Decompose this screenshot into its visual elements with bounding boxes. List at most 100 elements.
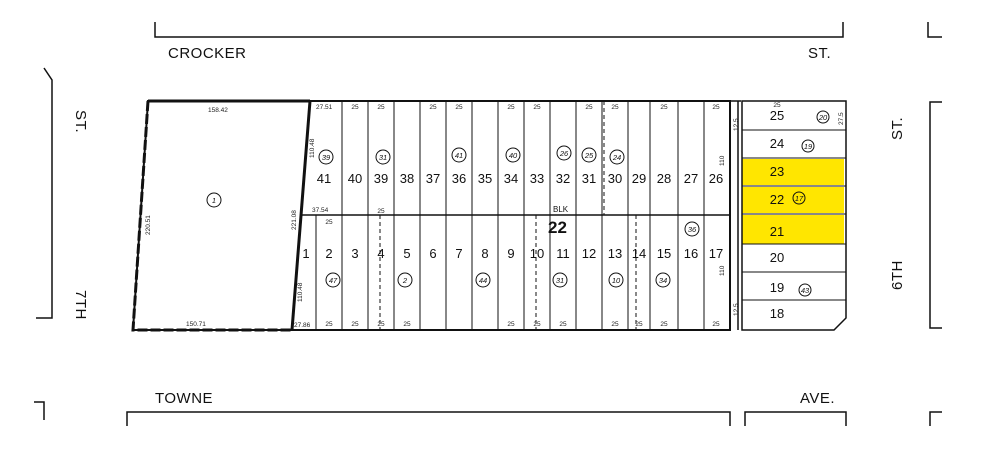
block-label: BLK [553,205,569,214]
dim-side-top: 110.48 [309,138,316,158]
parcel-circle[interactable] [816,110,830,124]
parcel-circle-label: 40 [509,151,518,160]
lot-number-top[interactable]: 40 [348,171,362,186]
parcel-circle[interactable] [375,149,391,165]
lot-number-bottom[interactable]: 11 [556,246,570,261]
parcel-circle[interactable] [581,147,597,163]
parcel-circle-label: 10 [612,276,621,285]
parcel-circle-label: 39 [322,153,331,162]
dim-east-half-top: 12.5 [733,118,740,131]
lot-number-top[interactable]: 36 [452,171,466,186]
lot-number-bottom[interactable]: 12 [582,246,596,261]
lot-number-bottom[interactable]: 5 [403,246,410,261]
lot-number-bottom[interactable]: 7 [455,246,462,261]
parcel-circle[interactable] [475,272,491,288]
lot-number-bottom[interactable]: 17 [709,246,723,261]
block-number: 22 [548,218,567,237]
parcel-one-circle[interactable] [206,192,222,208]
lot-number-top[interactable]: 38 [400,171,414,186]
parcel-circle[interactable] [552,272,568,288]
lot-number-east[interactable]: 21 [770,224,784,239]
east-lot-width: 25 [773,102,781,109]
parcel-circle-label: 31 [556,276,564,285]
lot-width-bottom: 25 [533,321,541,328]
east-lot-lines [742,129,846,301]
dim-mid-left: 37.54 [312,207,329,214]
lot-number-top[interactable]: 39 [374,171,388,186]
lot-number-top[interactable]: 37 [426,171,440,186]
lot-width-top: 25 [429,104,437,111]
parcel-circle[interactable] [684,221,700,237]
lot-number-top[interactable]: 26 [709,171,723,186]
lot-number-bottom[interactable]: 15 [657,246,671,261]
lot-number-bottom[interactable]: 4 [377,246,384,261]
lot-number-bottom[interactable]: 6 [429,246,436,261]
lot-number-east[interactable]: 24 [770,136,784,151]
towne-avenue-suffix: AVE. [800,390,835,407]
lot-number-bottom[interactable]: 8 [481,246,488,261]
lot-number-top[interactable]: 34 [504,171,518,186]
lot-width-top: 25 [533,104,541,111]
parcel-circle[interactable] [792,191,806,205]
lot-number-bottom[interactable]: 9 [507,246,514,261]
lot-width-mid: 25 [325,219,333,226]
dim-east-half-bottom: 12.5 [733,303,740,316]
highlighted-lots [742,159,844,244]
lot-number-east[interactable]: 25 [770,108,784,123]
parcel-circle-label: 24 [612,153,621,162]
lot-number-bottom[interactable]: 2 [325,246,332,261]
parcel-circle[interactable] [655,272,671,288]
parcel-circle[interactable] [318,149,334,165]
lot-number-bottom[interactable]: 14 [632,246,646,261]
lot-width-bottom: 25 [377,321,385,328]
lot-number-bottom[interactable]: 1 [302,246,309,261]
lot-number-top[interactable]: 35 [478,171,492,186]
highlight-lot-23[interactable] [742,159,844,185]
parcel-circle[interactable] [325,272,341,288]
lot-width-bottom: 25 [403,321,411,328]
dim-east-column: 27.5 [838,112,845,125]
lot-number-top[interactable]: 28 [657,171,671,186]
lot-width-top: 25 [611,104,619,111]
dim-top-lot-one: 27.51 [316,104,333,111]
parcel-circle[interactable] [451,147,467,163]
dim-top-left: 158.42 [208,107,228,114]
lot-number-east[interactable]: 19 [770,280,784,295]
lot-number-bottom[interactable]: 13 [608,246,622,261]
lot-number-east[interactable]: 20 [770,250,784,265]
lot-number-bottom[interactable]: 10 [530,246,544,261]
crocker-street-suffix: ST. [808,45,831,62]
sixth-street-suffix: ST. [889,117,906,140]
street-lines [34,22,942,426]
lot-number-east[interactable]: 18 [770,306,784,321]
parcel-circle[interactable] [798,283,812,297]
parcel-circle[interactable] [397,272,413,288]
parcel-circle[interactable] [505,147,521,163]
lot-number-bottom[interactable]: 16 [684,246,698,261]
lot-width-bottom: 25 [635,321,643,328]
highlight-lot-21[interactable] [742,215,844,244]
dim-bottom-left: 150.71 [186,321,206,328]
parcel-circle-label: 36 [688,225,697,234]
lot-number-east[interactable]: 23 [770,164,784,179]
parcel-circle[interactable] [556,145,572,161]
lot-number-top[interactable]: 29 [632,171,646,186]
lot-number-bottom[interactable]: 3 [351,246,358,261]
lot-number-top[interactable]: 27 [684,171,698,186]
lot-number-top[interactable]: 31 [582,171,596,186]
lot-number-top[interactable]: 32 [556,171,570,186]
parcel-circle[interactable] [801,139,815,153]
lot-number-top[interactable]: 33 [530,171,544,186]
parcel-circle-label: 26 [559,149,569,158]
lot-width-top: 25 [351,104,359,111]
lot-number-east[interactable]: 22 [770,192,784,207]
parcel-circle[interactable] [608,272,624,288]
parcel-circle[interactable] [609,149,625,165]
lot-number-top[interactable]: 41 [317,171,331,186]
dim-east-side-top: 110 [719,155,726,166]
lot-number-top[interactable]: 30 [608,171,622,186]
